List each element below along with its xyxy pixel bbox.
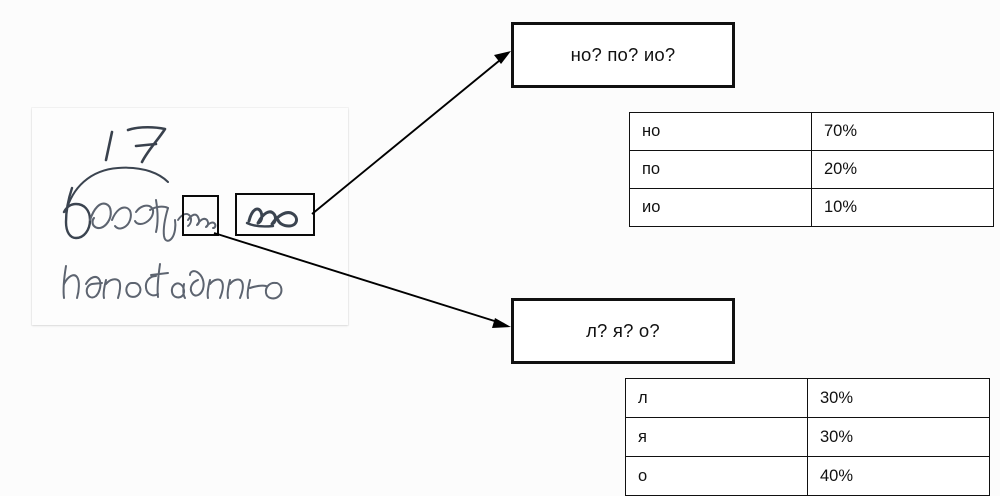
probability-table-1: но 70% по 20% ио 10% [629,112,994,227]
token-cell: но [629,112,812,151]
magnified-crop-box[interactable] [235,193,315,236]
ambiguous-ending-crop-box[interactable] [182,195,219,236]
table-row: я 30% [625,417,990,457]
magnified-crop-ink [245,207,298,228]
table-row: л 30% [625,378,990,418]
probability-table-2: л 30% я 30% о 40% [625,378,990,496]
table-row: по 20% [629,150,994,189]
hypothesis-box-1-label: но? по? ио? [570,44,676,65]
ambiguous-ending-ink [187,213,217,229]
probability-cell: 70% [811,112,994,151]
probability-cell: 40% [807,456,990,496]
token-cell: по [629,150,812,189]
handwriting-ink [62,125,283,300]
table-row: ио 10% [629,188,994,227]
probability-cell: 20% [811,150,994,189]
token-cell: ио [629,188,812,227]
table-row: о 40% [625,456,990,496]
handwriting-line-1-ink [62,166,192,242]
token-cell: о [625,456,808,496]
hypothesis-box-2[interactable]: л? я? о? [511,298,735,364]
hypothesis-box-1[interactable]: но? по? ио? [511,22,735,88]
probability-cell: 10% [811,188,994,227]
page-number-ink [104,125,167,164]
token-cell: я [625,417,808,457]
probability-cell: 30% [807,417,990,457]
probability-cell: 30% [807,378,990,418]
hypothesis-box-2-label: л? я? о? [586,320,660,341]
handwriting-line-2-ink [62,263,283,300]
table-row: но 70% [629,112,994,151]
handwriting-sample-panel [32,108,348,325]
token-cell: л [625,378,808,418]
